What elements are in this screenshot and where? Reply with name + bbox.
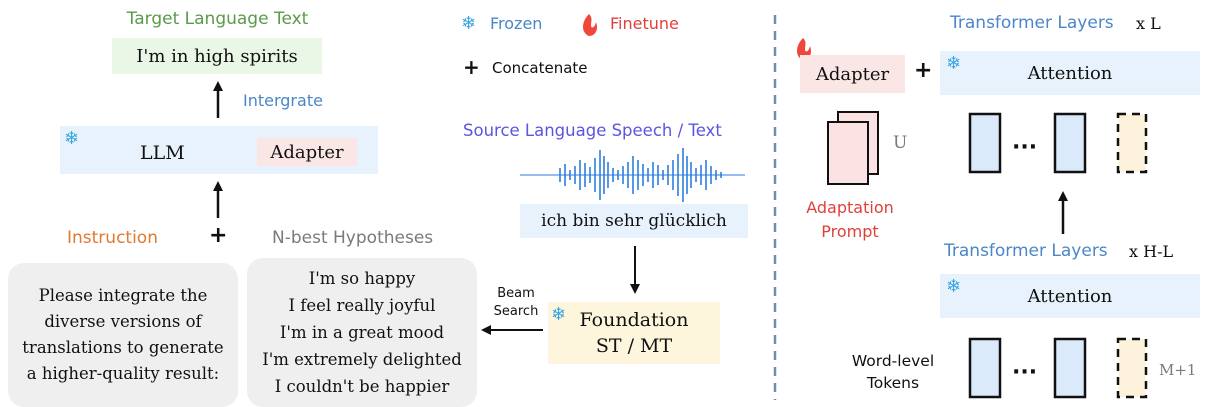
integrate-label: Intergrate (243, 91, 323, 110)
source-title: Source Language Speech / Text (463, 121, 722, 140)
instruction-label: Instruction (67, 228, 158, 248)
token-box-top-2 (1053, 112, 1087, 174)
attention-bottom-box: Attention (940, 274, 1200, 318)
word-level-line: Word-level (851, 352, 935, 370)
snowflake-icon: ❄ (64, 128, 80, 149)
target-text-box: I'm in high spirits (112, 38, 322, 74)
top-layers-title: Transformer Layers (950, 13, 1114, 33)
u-label: U (893, 133, 908, 153)
token-box-bottom-1 (968, 337, 1002, 399)
legend-concatenate: Concatenate (492, 59, 588, 77)
target-language-title: Target Language Text (126, 9, 309, 29)
instruction-line: Please integrate the (38, 286, 208, 305)
bottom-layers-mult: x H-L (1129, 242, 1174, 261)
token-box-top-dashed (1116, 112, 1148, 174)
instruction-line: a higher-quality result: (26, 364, 220, 383)
snowflake-icon: ❄ (461, 13, 477, 34)
snowflake-icon: ❄ (946, 53, 962, 74)
adaptation-line: Adaptation (806, 198, 894, 217)
foundation-line: Foundation (579, 309, 689, 331)
beam-line: Beam (497, 286, 535, 301)
plus-sign-right: + (914, 58, 933, 83)
token-box-bottom-2 (1053, 337, 1087, 399)
snowflake-icon: ❄ (946, 276, 962, 297)
hypotheses-box: I'm so happy I feel really joyful I'm in… (247, 258, 477, 407)
legend-plus: + (463, 55, 480, 79)
adapter-box-left: Adapter (257, 138, 357, 166)
adaptation-prompt-label: Adaptation Prompt (800, 196, 900, 244)
source-text-box: ich bin sehr glücklich (520, 204, 748, 238)
plus-sign-left: + (209, 223, 228, 248)
adaptation-prompt-page-front (827, 121, 869, 185)
snowflake-icon: ❄ (551, 304, 567, 325)
speech-waveform (520, 148, 745, 202)
fire-icon (797, 38, 812, 60)
prompt-line: Prompt (821, 222, 879, 241)
nbest-title: N-best Hypotheses (272, 228, 434, 248)
attention-top-box: Attention (940, 51, 1200, 95)
instruction-box: Please integrate the diverse versions of… (8, 263, 238, 407)
token-box-bottom-dashed (1116, 337, 1148, 399)
word-level-tokens-label: Word-level Tokens (838, 350, 948, 394)
tokens-line: Tokens (866, 374, 920, 392)
legend-finetune: Finetune (610, 14, 679, 33)
instruction-line: translations to generate (22, 338, 224, 357)
instruction-line: diverse versions of (44, 312, 202, 331)
foundation-box: Foundation ST / MT (548, 302, 720, 364)
hypothesis-item: I'm extremely delighted (262, 350, 462, 369)
legend-frozen: Frozen (490, 14, 543, 33)
beam-search-label: Beam Search (488, 285, 544, 321)
adapter-box-right: Adapter (800, 55, 905, 93)
bottom-layers-title: Transformer Layers (944, 241, 1108, 261)
hypothesis-item: I'm in a great mood (279, 323, 445, 342)
hypothesis-item: I'm so happy (308, 269, 416, 288)
ellipsis-top: ··· (1012, 135, 1038, 160)
m-plus-one-label: M+1 (1159, 361, 1197, 379)
st-mt-line: ST / MT (595, 335, 673, 357)
search-line: Search (493, 304, 539, 319)
hypothesis-item: I couldn't be happier (274, 377, 450, 396)
fire-icon (583, 14, 598, 36)
hypothesis-item: I feel really joyful (288, 296, 436, 315)
top-layers-mult: x L (1136, 14, 1161, 33)
token-box-top-1 (968, 112, 1002, 174)
llm-label: LLM (140, 142, 185, 164)
ellipsis-bottom: ··· (1012, 360, 1038, 385)
